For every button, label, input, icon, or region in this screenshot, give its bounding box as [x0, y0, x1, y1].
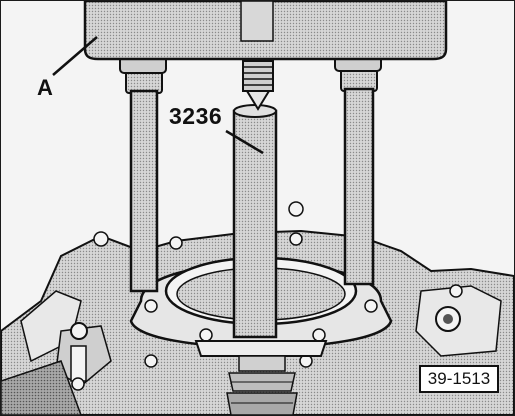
label-tool-number: 3236	[169, 103, 223, 129]
output-shaft	[226, 355, 298, 415]
press-plate-a	[83, 1, 448, 61]
leader-line-3236	[225, 129, 264, 155]
label-a: A	[37, 75, 53, 100]
press-tool-3236	[232, 60, 278, 339]
figure-id-box: 39-1513	[419, 365, 499, 393]
leader-line-a	[52, 36, 98, 76]
right-guide-rod	[334, 55, 382, 286]
